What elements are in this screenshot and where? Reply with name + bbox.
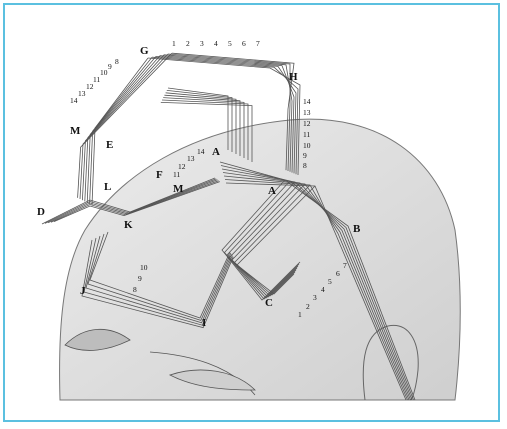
- num-center-11: 11: [173, 170, 180, 179]
- num-left-12: 12: [86, 82, 94, 91]
- num-br-7: 7: [343, 261, 347, 270]
- num-left-11: 11: [93, 75, 100, 84]
- num-front-6: 6: [242, 39, 246, 48]
- num-front-5: 5: [228, 39, 232, 48]
- num-right-14: 14: [303, 97, 311, 106]
- num-front-7: 7: [256, 39, 260, 48]
- num-bl-8: 8: [133, 285, 137, 294]
- label-a: A: [268, 185, 276, 197]
- num-front-4: 4: [214, 39, 218, 48]
- num-front-1: 1: [172, 39, 176, 48]
- label-g: G: [140, 45, 149, 57]
- label-m-left: M: [70, 125, 81, 137]
- num-center-13: 13: [187, 154, 195, 163]
- num-left-10: 10: [100, 68, 108, 77]
- label-i: I: [202, 317, 206, 329]
- label-c: C: [265, 297, 273, 309]
- num-left-8: 8: [115, 57, 119, 66]
- num-left-9: 9: [108, 62, 112, 71]
- num-left-14: 14: [70, 96, 78, 105]
- num-right-13: 13: [303, 108, 311, 117]
- num-right-11: 11: [303, 130, 310, 139]
- num-front-2: 2: [186, 39, 190, 48]
- label-b: B: [353, 223, 361, 235]
- num-center-14: 14: [197, 147, 205, 156]
- label-d: D: [37, 206, 45, 218]
- num-left-13: 13: [78, 89, 86, 98]
- num-br-1: 1: [298, 310, 302, 319]
- num-right-12: 12: [303, 119, 311, 128]
- label-a-top: A: [212, 146, 220, 158]
- label-k: K: [124, 219, 133, 231]
- label-e: E: [106, 139, 113, 151]
- num-br-5: 5: [328, 277, 332, 286]
- num-bl-10: 10: [140, 263, 148, 272]
- label-j: J: [80, 285, 86, 297]
- num-br-2: 2: [306, 302, 310, 311]
- num-front-3: 3: [200, 39, 204, 48]
- label-l: L: [104, 181, 111, 193]
- num-right-8: 8: [303, 161, 307, 170]
- num-right-10: 10: [303, 141, 311, 150]
- label-m-center: M: [173, 183, 184, 195]
- num-br-3: 3: [313, 293, 317, 302]
- num-bl-9: 9: [138, 274, 142, 283]
- num-br-4: 4: [321, 285, 325, 294]
- label-h: H: [289, 71, 298, 83]
- num-right-9: 9: [303, 151, 307, 160]
- label-f: F: [156, 169, 163, 181]
- head-silhouette: [60, 119, 461, 400]
- num-br-6: 6: [336, 269, 340, 278]
